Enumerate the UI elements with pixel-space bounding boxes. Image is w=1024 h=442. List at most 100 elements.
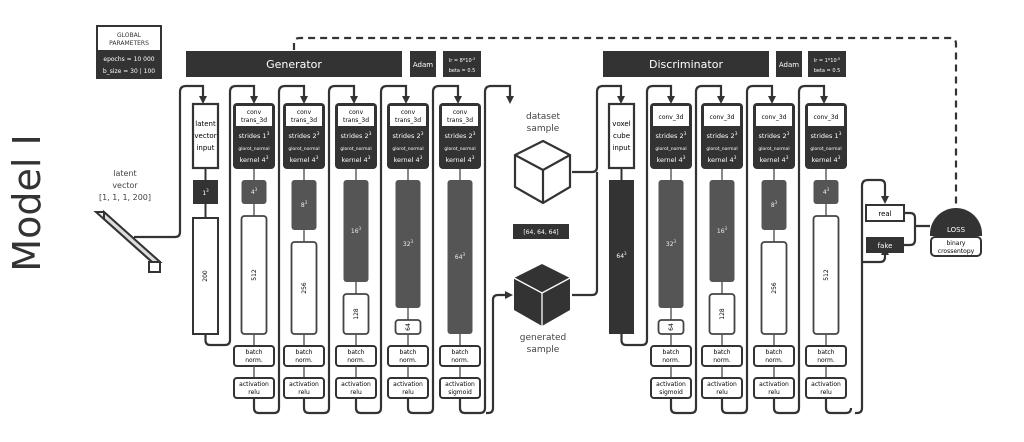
kernel-value: kernel 4 <box>759 156 785 164</box>
discriminator-optimizer: Adam <box>779 61 799 69</box>
generator-optimizer: Adam <box>413 61 433 69</box>
layer-type-box <box>338 106 374 126</box>
generator-header <box>186 51 402 77</box>
layer-type-line-2: trans_3d <box>241 117 267 124</box>
sample-shape-badge <box>513 224 569 239</box>
tensor-size: 32 <box>666 241 674 248</box>
filters-count: 64 <box>668 323 675 331</box>
activation-function: relu <box>820 389 832 396</box>
strides-value: strides 2 <box>288 132 316 140</box>
activation-label: activation <box>656 381 686 388</box>
generator-label: Generator <box>266 58 322 71</box>
kernel-exp: 3 <box>266 155 269 161</box>
layer-kernel: kernel 43 <box>445 155 474 164</box>
layer-strides: strides 23 <box>758 131 789 140</box>
tensor-size: 16 <box>717 228 725 235</box>
latent-vector-label-1: latent <box>113 169 136 178</box>
discriminator-input-line-1: voxel <box>612 120 630 128</box>
loss-label: LOSS <box>947 226 966 234</box>
tensor-size: 8 <box>301 202 305 209</box>
kernel-value: kernel 4 <box>811 156 837 164</box>
tensor-size-exp: 3 <box>255 187 258 192</box>
activation-function: sigmoid <box>448 389 472 396</box>
layer-kernel: kernel 43 <box>393 155 422 164</box>
generator-input-units: 200 <box>202 270 209 282</box>
discriminator-input-line-3: input <box>612 144 630 152</box>
strides-value: strides 2 <box>655 132 683 140</box>
batch-norm-line-2: norm. <box>662 357 680 364</box>
layer-strides: strides 23 <box>340 131 371 140</box>
generator-input-column: latent vector input 13 200 <box>191 84 258 347</box>
tensor-size-label: 163 <box>717 226 728 235</box>
kernel-value: kernel 4 <box>707 156 733 164</box>
layer-type-line-1: conv <box>453 109 468 116</box>
layer-initializer: glorot_normal <box>810 146 841 152</box>
strides-value: strides 2 <box>392 132 420 140</box>
kernel-value: kernel 4 <box>341 156 367 164</box>
layer-type: conv_3d <box>710 114 735 121</box>
tensor-size-block <box>395 180 421 308</box>
sample-shape-label: [64, 64, 64] <box>523 229 558 236</box>
layer-initializer: glorot_normal <box>340 146 371 152</box>
layer-initializer: glorot_normal <box>655 146 686 152</box>
discriminator-label: Discriminator <box>649 58 723 71</box>
batch-norm-line-1: batch <box>452 349 469 356</box>
flow-arrow <box>824 398 853 415</box>
layer-type: conv_3d <box>814 114 839 121</box>
batch-norm-line-1: batch <box>246 349 263 356</box>
activation-label: activation <box>239 381 269 388</box>
activation-label: activation <box>289 381 319 388</box>
activation-label: activation <box>445 381 475 388</box>
generator-input-line-3: input <box>196 144 214 152</box>
kernel-exp: 3 <box>734 155 737 161</box>
layer-type-line-2: trans_3d <box>343 117 369 124</box>
loss-type-line-2: crossentopy <box>938 248 975 255</box>
batch-norm-line-2: norm. <box>295 357 313 364</box>
model-title: Model I <box>5 134 49 271</box>
layer-type-line-1: conv <box>349 109 364 116</box>
activation-label: activation <box>393 381 423 388</box>
tensor-size-exp: 3 <box>463 252 466 257</box>
layer-kernel: kernel 43 <box>759 155 788 164</box>
tensor-size-label: 323 <box>666 239 677 248</box>
activation-function: relu <box>248 389 260 396</box>
batch-norm-line-2: norm. <box>347 357 365 364</box>
tensor-size-block <box>241 180 267 204</box>
loss-node: LOSS binary crossentopy <box>930 208 982 257</box>
layer-type: conv_3d <box>762 114 787 121</box>
strides-value: strides 2 <box>444 132 472 140</box>
kernel-exp: 3 <box>838 155 841 161</box>
strides-value: strides 2 <box>340 132 368 140</box>
activation-label: activation <box>811 381 841 388</box>
batch-norm-line-1: batch <box>348 349 365 356</box>
batch-norm-line-1: batch <box>766 349 783 356</box>
layer-type-box <box>390 106 426 126</box>
tensor-size-block <box>813 180 839 204</box>
strides-value: strides 1 <box>238 132 266 140</box>
strides-value: strides 2 <box>706 132 734 140</box>
layer-type-line-2: trans_3d <box>291 117 317 124</box>
strides-exp: 3 <box>267 131 270 137</box>
layer-initializer: glorot_normal <box>706 146 737 152</box>
tensor-size: 16 <box>351 228 359 235</box>
activation-function: relu <box>716 389 728 396</box>
kernel-exp: 3 <box>368 155 371 161</box>
loss-type-line-1: binary <box>947 240 966 247</box>
activation-function: relu <box>768 389 780 396</box>
discriminator-lr: lr = 1*10-5 <box>814 57 840 64</box>
tensor-size-exp: 3 <box>775 200 778 205</box>
layer-type-box <box>756 106 792 126</box>
activation-function: sigmoid <box>659 389 683 396</box>
discriminator-header <box>603 51 769 77</box>
tensor-size-exp: 3 <box>359 226 362 231</box>
batch-norm-line-1: batch <box>663 349 680 356</box>
layer-kernel: kernel 43 <box>341 155 370 164</box>
layer-strides: strides 23 <box>392 131 423 140</box>
strides-exp: 3 <box>369 131 372 137</box>
batch-norm-line-1: batch <box>296 349 313 356</box>
